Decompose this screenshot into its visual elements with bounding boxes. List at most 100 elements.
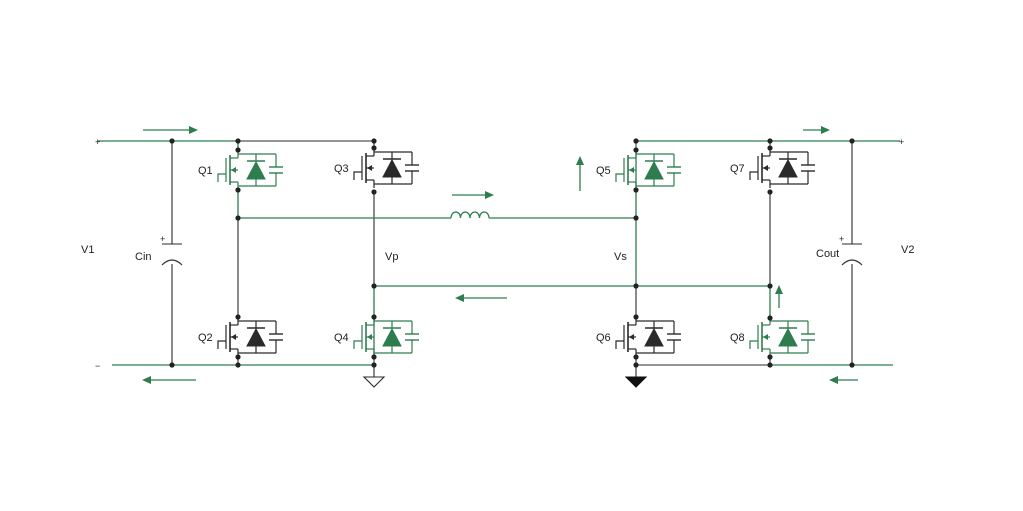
junction-dot xyxy=(767,189,773,195)
active-wires xyxy=(98,140,900,366)
junction-dot xyxy=(169,138,175,144)
mosfet-gate-lead xyxy=(615,173,624,182)
junction-dot xyxy=(633,138,639,144)
inductor xyxy=(450,211,490,219)
switch-label-q7: Q7 xyxy=(730,163,745,175)
junction-dot xyxy=(849,362,855,368)
diode-triangle xyxy=(246,327,266,347)
junction-dot xyxy=(235,354,241,360)
ground-symbol-secondary xyxy=(624,376,648,388)
mosfet-body-arrow xyxy=(367,334,372,340)
mosfet-body-arrow xyxy=(763,334,768,340)
arrow-v2-return-head xyxy=(829,376,838,384)
switch-q1: Q1 xyxy=(198,150,283,190)
switch-q7: Q7 xyxy=(730,148,815,188)
cout-plate-bottom xyxy=(841,259,863,266)
junction-dot xyxy=(767,362,773,368)
mosfet-body-arrow xyxy=(629,334,634,340)
mosfet-body-arrow xyxy=(231,334,236,340)
mosfet-gate-lead xyxy=(615,340,624,349)
vs-label: Vs xyxy=(614,251,627,263)
junction-dot xyxy=(235,147,241,153)
junction-dot xyxy=(371,314,377,320)
switch-q4: Q4 xyxy=(334,317,419,357)
v2-label: V2 xyxy=(901,244,914,256)
arrow-v1-return-head xyxy=(142,376,151,384)
junction-dot xyxy=(633,362,639,368)
switch-q6: Q6 xyxy=(596,317,681,357)
switch-label-q4: Q4 xyxy=(334,332,349,344)
junction-dot xyxy=(767,138,773,144)
diode-triangle xyxy=(246,160,266,180)
junction-dot xyxy=(169,362,175,368)
switch-q8: Q8 xyxy=(730,317,815,357)
inductor-coil xyxy=(450,211,490,219)
cin-plate-bottom xyxy=(161,259,183,266)
junction-dot xyxy=(371,138,377,144)
junction-dot xyxy=(371,283,377,289)
junction-dot xyxy=(371,354,377,360)
junction-dot xyxy=(633,215,639,221)
junction-dot xyxy=(235,138,241,144)
mosfet-body-arrow xyxy=(763,165,768,171)
junction-dot xyxy=(633,283,639,289)
mosfet-body-arrow xyxy=(231,167,236,173)
v1-label: V1 xyxy=(81,244,94,256)
diode-triangle xyxy=(644,327,664,347)
switch-q3: Q3 xyxy=(334,148,419,188)
cin-plus-sign: + xyxy=(160,234,165,244)
inactive-wires xyxy=(171,140,853,377)
vp-label: Vp xyxy=(385,251,398,263)
junction-dot xyxy=(633,147,639,153)
arrow-vp-vs-head xyxy=(455,294,464,302)
junction-dot xyxy=(235,187,241,193)
input-capacitor xyxy=(161,243,183,266)
diode-triangle xyxy=(382,327,402,347)
junction-dot xyxy=(767,354,773,360)
junction-dot xyxy=(633,354,639,360)
mosfet-gate-lead xyxy=(353,171,362,180)
arrow-inductor-head xyxy=(485,191,494,199)
ground-symbol-primary xyxy=(362,376,386,388)
mosfet-gate-lead xyxy=(217,340,226,349)
junction-dot xyxy=(767,145,773,151)
switch-q2: Q2 xyxy=(198,317,283,357)
current-arrows xyxy=(142,126,858,384)
junction-dot xyxy=(235,362,241,368)
cout-plus-sign: + xyxy=(839,234,844,244)
junction-dot xyxy=(235,215,241,221)
junction-dot xyxy=(235,314,241,320)
mosfet-body-arrow xyxy=(367,165,372,171)
mosfet-gate-lead xyxy=(749,340,758,349)
mosfet-gate-lead xyxy=(217,173,226,182)
arrow-v2-out-head xyxy=(821,126,830,134)
arrow-v1-in-head xyxy=(189,126,198,134)
cin-label: Cin xyxy=(135,251,152,263)
diode-triangle xyxy=(382,158,402,178)
junction-dot xyxy=(633,314,639,320)
switch-q5: Q5 xyxy=(596,150,681,190)
diode-triangle xyxy=(778,327,798,347)
switch-label-q5: Q5 xyxy=(596,165,611,177)
mosfet-gate-lead xyxy=(749,171,758,180)
mosfet-gate-lead xyxy=(353,340,362,349)
cout-label: Cout xyxy=(816,248,839,260)
switch-label-q3: Q3 xyxy=(334,163,349,175)
junction-dot xyxy=(767,283,773,289)
junction-dot xyxy=(371,189,377,195)
switch-label-q1: Q1 xyxy=(198,165,213,177)
junction-dot xyxy=(633,187,639,193)
junction-dots xyxy=(169,138,855,368)
switch-label-q8: Q8 xyxy=(730,332,745,344)
v2-plus-sign: + xyxy=(899,137,904,147)
junction-dot xyxy=(849,138,855,144)
v1-plus-sign: + xyxy=(95,137,100,147)
arrow-q5-head xyxy=(576,156,584,165)
switch-label-q2: Q2 xyxy=(198,332,213,344)
arrow-q8-head xyxy=(775,285,783,294)
mosfet-body-arrow xyxy=(629,167,634,173)
diode-triangle xyxy=(644,160,664,180)
